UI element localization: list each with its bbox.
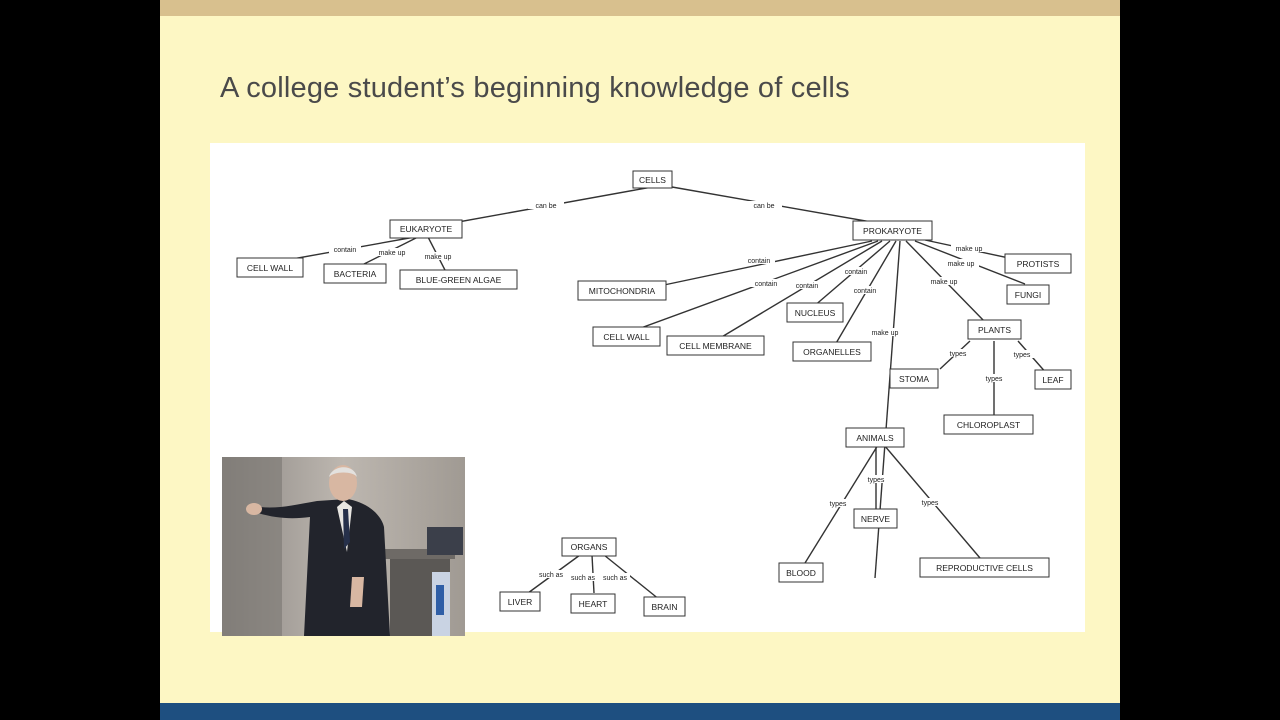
svg-text:EUKARYOTE: EUKARYOTE — [400, 224, 453, 234]
concept-node: CELL WALL — [592, 326, 661, 347]
svg-text:PROTISTS: PROTISTS — [1017, 259, 1060, 269]
concept-node: MITOCHONDRIA — [577, 280, 667, 301]
svg-text:CELL MEMBRANE: CELL MEMBRANE — [679, 341, 752, 351]
concept-node: CELL WALL — [236, 257, 304, 278]
link-label: types — [922, 500, 939, 507]
concept-node: ORGANS — [561, 537, 617, 557]
concept-node: HEART — [570, 593, 616, 614]
concept-node: STOMA — [889, 368, 939, 389]
concept-node: BRAIN — [643, 596, 686, 617]
svg-text:BACTERIA: BACTERIA — [334, 269, 377, 279]
speaker-video-inset — [222, 457, 465, 636]
link-label: contain — [854, 288, 877, 295]
slide-top-bar — [160, 0, 1120, 16]
concept-node: LIVER — [499, 591, 541, 612]
link-label: such as — [571, 575, 596, 582]
svg-text:CHLOROPLAST: CHLOROPLAST — [957, 420, 1020, 430]
concept-node: PLANTS — [967, 319, 1022, 340]
link-label: contain — [796, 283, 819, 290]
concept-node: FUNGI — [1006, 284, 1050, 305]
link-labels: can be can be contain make up make up co… — [329, 201, 1035, 582]
speaker-figure-image — [222, 457, 465, 636]
concept-node: ANIMALS — [845, 427, 905, 448]
svg-text:REPRODUCTIVE CELLS: REPRODUCTIVE CELLS — [936, 563, 1033, 573]
link-label: make up — [872, 330, 899, 337]
slide: A college student’s beginning knowledge … — [160, 0, 1120, 720]
concept-node: BLOOD — [778, 562, 824, 583]
concept-node: ORGANELLES — [792, 341, 872, 362]
svg-text:CELL WALL: CELL WALL — [603, 332, 649, 342]
link-label: types — [1014, 352, 1031, 359]
link-label: make up — [425, 254, 452, 261]
svg-text:CELLS: CELLS — [639, 175, 666, 185]
link-label: such as — [539, 572, 564, 579]
link-label: contain — [845, 269, 868, 276]
concept-map: can be can be contain make up make up co… — [236, 170, 1072, 617]
slide-bottom-bar — [160, 703, 1120, 720]
concept-node: CELLS — [632, 170, 673, 189]
concept-node: PROTISTS — [1004, 253, 1072, 274]
link-label: such as — [603, 575, 628, 582]
svg-text:CELL WALL: CELL WALL — [247, 263, 293, 273]
concept-nodes: CELLS EUKARYOTE PROKARYOTE CELL WALL BAC… — [236, 170, 1072, 617]
link-label: types — [986, 376, 1003, 383]
concept-node: NUCLEUS — [786, 302, 844, 323]
concept-node: NERVE — [853, 508, 898, 529]
link-label: make up — [948, 261, 975, 268]
svg-text:HEART: HEART — [579, 599, 608, 609]
link-label: contain — [755, 281, 778, 288]
link-label: make up — [956, 246, 983, 253]
svg-text:ANIMALS: ANIMALS — [856, 433, 894, 443]
link-label: make up — [931, 279, 958, 286]
link-label: contain — [748, 258, 771, 265]
svg-text:LIVER: LIVER — [508, 597, 533, 607]
concept-node: LEAF — [1034, 369, 1072, 390]
link-label: types — [950, 351, 967, 358]
concept-node: CELL MEMBRANE — [666, 335, 765, 356]
svg-text:NUCLEUS: NUCLEUS — [795, 308, 836, 318]
svg-text:NERVE: NERVE — [861, 514, 890, 524]
concept-node: BACTERIA — [323, 263, 387, 284]
link-label: can be — [753, 203, 774, 210]
svg-text:BLUE-GREEN ALGAE: BLUE-GREEN ALGAE — [416, 275, 502, 285]
svg-text:MITOCHONDRIA: MITOCHONDRIA — [589, 286, 656, 296]
svg-text:PROKARYOTE: PROKARYOTE — [863, 226, 922, 236]
link-label: can be — [535, 203, 556, 210]
svg-text:ORGANS: ORGANS — [571, 542, 608, 552]
link-label: types — [830, 501, 847, 508]
concept-node: BLUE-GREEN ALGAE — [399, 269, 518, 290]
concept-node: REPRODUCTIVE CELLS — [919, 557, 1050, 578]
svg-text:LEAF: LEAF — [1042, 375, 1063, 385]
link-label: types — [868, 477, 885, 484]
concept-node: EUKARYOTE — [389, 219, 463, 239]
concept-node: CHLOROPLAST — [943, 414, 1034, 435]
link-label: contain — [334, 247, 357, 254]
svg-text:BRAIN: BRAIN — [652, 602, 678, 612]
svg-text:ORGANELLES: ORGANELLES — [803, 347, 861, 357]
slide-title: A college student’s beginning knowledge … — [220, 72, 850, 104]
link-label: make up — [379, 250, 406, 257]
svg-text:PLANTS: PLANTS — [978, 325, 1011, 335]
svg-text:FUNGI: FUNGI — [1015, 290, 1041, 300]
concept-node: PROKARYOTE — [852, 220, 933, 241]
svg-text:STOMA: STOMA — [899, 374, 929, 384]
svg-text:BLOOD: BLOOD — [786, 568, 816, 578]
